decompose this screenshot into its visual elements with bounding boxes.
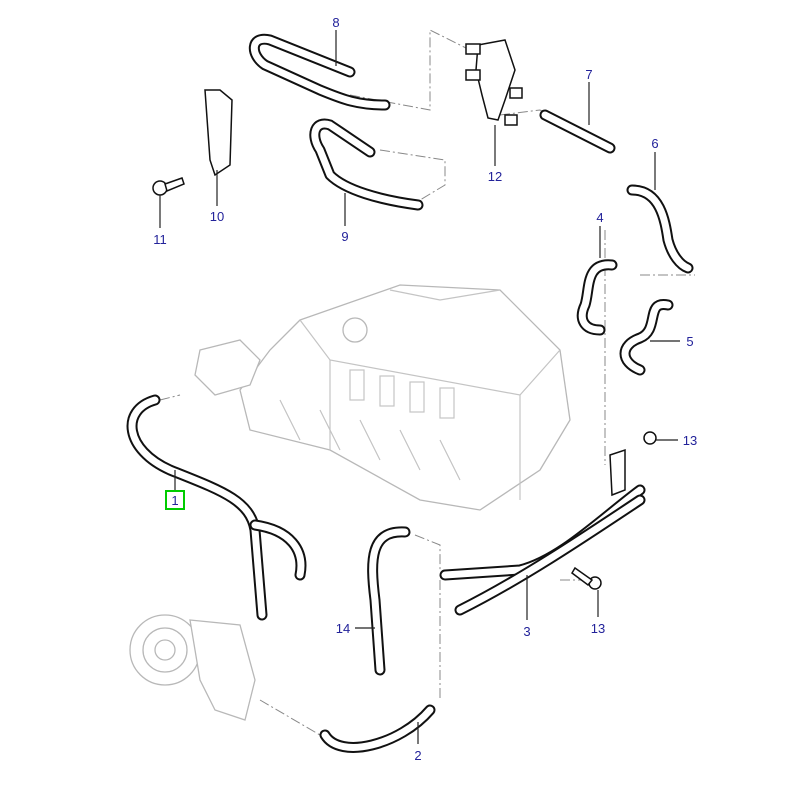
callouts: 8 7 12 6 10 11 9 4 5 13 1 14 3 13 2 xyxy=(153,15,697,763)
bolt-13-top xyxy=(643,431,657,445)
callout-6[interactable]: 6 xyxy=(651,136,658,151)
thermostat-housing-12 xyxy=(465,39,523,126)
callout-7[interactable]: 7 xyxy=(585,67,592,82)
bracket-10 xyxy=(204,89,233,177)
callout-8[interactable]: 8 xyxy=(332,15,339,30)
hose-3 xyxy=(439,448,646,616)
bolt-11 xyxy=(152,177,185,196)
water-pump-illustration xyxy=(129,614,256,721)
hose-7 xyxy=(539,109,616,154)
callout-10[interactable]: 10 xyxy=(210,209,224,224)
engine-illustration xyxy=(194,284,571,511)
hose-9 xyxy=(309,118,424,211)
hose-4 xyxy=(576,259,618,336)
bolt-13-bottom xyxy=(571,566,602,590)
callout-1-highlight xyxy=(165,490,185,510)
callout-11[interactable]: 11 xyxy=(153,232,167,247)
callout-14[interactable]: 14 xyxy=(336,621,350,636)
callout-3[interactable]: 3 xyxy=(523,624,530,639)
callout-12[interactable]: 12 xyxy=(488,169,502,184)
hose-8 xyxy=(248,33,391,111)
hose-5 xyxy=(619,299,674,376)
hose-6 xyxy=(626,184,694,274)
callout-2[interactable]: 2 xyxy=(414,748,421,763)
callout-9[interactable]: 9 xyxy=(341,229,348,244)
callout-13-top[interactable]: 13 xyxy=(683,433,697,448)
callout-4[interactable]: 4 xyxy=(596,210,603,225)
callout-5[interactable]: 5 xyxy=(686,334,693,349)
hose-1 xyxy=(126,394,307,621)
hose-2 xyxy=(319,704,436,753)
callout-1[interactable]: 1 xyxy=(171,493,178,508)
callout-13-bottom[interactable]: 13 xyxy=(591,621,605,636)
hose-14 xyxy=(367,526,411,676)
